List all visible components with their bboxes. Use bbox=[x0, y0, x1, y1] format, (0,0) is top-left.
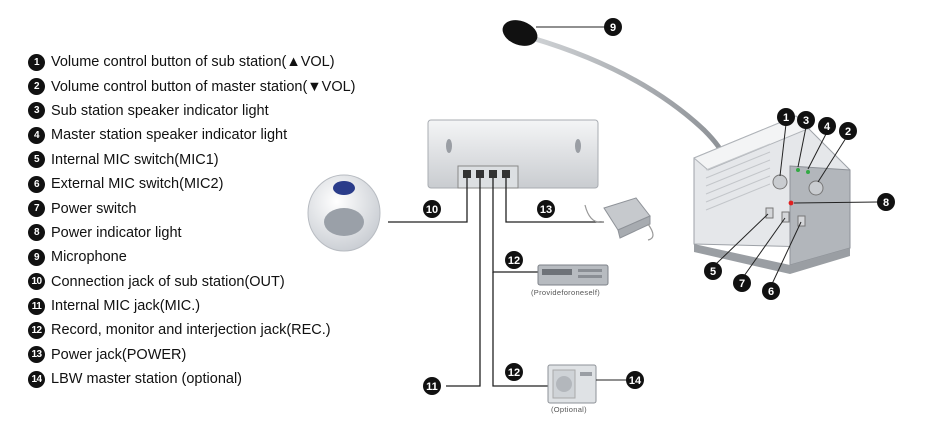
callout-1: 1 bbox=[777, 108, 795, 126]
svg-text:3: 3 bbox=[803, 115, 809, 127]
legend-list: 1 Volume control button of sub station(▲V… bbox=[28, 50, 408, 391]
master-station-rear-panel bbox=[427, 119, 599, 189]
legend-item: 13 Power jack(POWER) bbox=[28, 343, 408, 367]
callout-2: 2 bbox=[839, 122, 857, 140]
svg-text:6: 6 bbox=[768, 286, 774, 298]
legend-number-badge: 2 bbox=[28, 78, 45, 96]
legend-item: 14 LBW master station (optional) bbox=[28, 367, 408, 391]
svg-text:10: 10 bbox=[426, 204, 438, 216]
svg-text:2: 2 bbox=[845, 126, 851, 138]
legend-number-badge: 14 bbox=[28, 370, 45, 388]
legend-label: Microphone bbox=[51, 249, 127, 266]
callout-9: 9 bbox=[604, 18, 622, 36]
legend-item: 5 Internal MIC switch(MIC1) bbox=[28, 148, 408, 172]
optional-master-station bbox=[547, 364, 597, 404]
callout-13: 13 bbox=[537, 200, 555, 218]
legend-number-badge: 4 bbox=[28, 126, 45, 144]
svg-text:4: 4 bbox=[824, 121, 831, 133]
legend-item: 2 Volume control button of master station… bbox=[28, 74, 408, 98]
legend-label: Internal MIC jack(MIC.) bbox=[51, 298, 201, 315]
legend-number-badge: 7 bbox=[28, 200, 45, 218]
callout-7: 7 bbox=[733, 274, 751, 292]
legend-label: Volume control button of sub station(▲VO… bbox=[51, 54, 335, 71]
callout-8: 8 bbox=[877, 193, 895, 211]
legend-number-badge: 9 bbox=[28, 248, 45, 266]
sub-station-device bbox=[307, 174, 381, 252]
svg-text:12: 12 bbox=[508, 367, 520, 379]
legend-number-badge: 1 bbox=[28, 53, 45, 71]
optional-caption: (Optional) bbox=[551, 405, 587, 414]
legend-number-badge: 10 bbox=[28, 273, 45, 291]
legend-label: Sub station speaker indicator light bbox=[51, 102, 269, 119]
svg-text:1: 1 bbox=[783, 112, 789, 124]
svg-text:8: 8 bbox=[883, 197, 889, 209]
svg-text:12: 12 bbox=[508, 255, 520, 267]
legend-label: Power indicator light bbox=[51, 224, 182, 241]
callout-12-recorder: 12 bbox=[505, 251, 523, 269]
callout-leaders bbox=[536, 26, 879, 381]
callout-10: 10 bbox=[423, 200, 441, 218]
callout-12-optional: 12 bbox=[505, 363, 523, 381]
callout-3: 3 bbox=[797, 111, 815, 129]
callout-4: 4 bbox=[818, 117, 836, 135]
recorder-device bbox=[537, 264, 609, 286]
legend-item: 10 Connection jack of sub station(OUT) bbox=[28, 270, 408, 294]
svg-text:9: 9 bbox=[610, 22, 616, 34]
master-station-front bbox=[693, 115, 851, 274]
callout-6: 6 bbox=[762, 282, 780, 300]
recorder-caption: (Provideforoneself) bbox=[531, 288, 600, 297]
legend-item: 1 Volume control button of sub station(▲V… bbox=[28, 50, 408, 74]
legend-item: 12 Record, monitor and interjection jack(… bbox=[28, 318, 408, 342]
svg-text:7: 7 bbox=[739, 278, 745, 290]
legend-label: Record, monitor and interjection jack(RE… bbox=[51, 322, 331, 339]
legend-label: Volume control button of master station(… bbox=[51, 78, 356, 95]
legend-number-badge: 11 bbox=[28, 297, 45, 315]
legend-item: 4 Master station speaker indicator light bbox=[28, 123, 408, 147]
legend-item: 8 Power indicator light bbox=[28, 221, 408, 245]
svg-text:14: 14 bbox=[629, 375, 642, 387]
legend-label: Power switch bbox=[51, 200, 137, 217]
legend-label: Internal MIC switch(MIC1) bbox=[51, 151, 219, 168]
callout-5: 5 bbox=[704, 262, 722, 280]
legend-item: 6 External MIC switch(MIC2) bbox=[28, 172, 408, 196]
connection-lines bbox=[388, 178, 604, 387]
legend-label: LBW master station (optional) bbox=[51, 371, 242, 388]
legend-item: 7 Power switch bbox=[28, 196, 408, 220]
legend-number-badge: 3 bbox=[28, 102, 45, 120]
legend-item: 3 Sub station speaker indicator light bbox=[28, 99, 408, 123]
legend-number-badge: 13 bbox=[28, 346, 45, 364]
legend-number-badge: 8 bbox=[28, 224, 45, 242]
legend-number-badge: 6 bbox=[28, 175, 45, 193]
legend-number-badge: 12 bbox=[28, 321, 45, 339]
legend-label: External MIC switch(MIC2) bbox=[51, 176, 224, 193]
power-adapter bbox=[584, 197, 654, 241]
legend-label: Connection jack of sub station(OUT) bbox=[51, 273, 285, 290]
svg-text:5: 5 bbox=[710, 266, 716, 278]
svg-text:11: 11 bbox=[426, 381, 438, 393]
legend-number-badge: 5 bbox=[28, 151, 45, 169]
svg-text:13: 13 bbox=[540, 204, 552, 216]
legend-label: Master station speaker indicator light bbox=[51, 127, 288, 144]
callout-14: 14 bbox=[626, 371, 644, 389]
legend-item: 9 Microphone bbox=[28, 245, 408, 269]
callout-11: 11 bbox=[423, 377, 441, 395]
legend-item: 11 Internal MIC jack(MIC.) bbox=[28, 294, 408, 318]
legend-label: Power jack(POWER) bbox=[51, 346, 187, 363]
